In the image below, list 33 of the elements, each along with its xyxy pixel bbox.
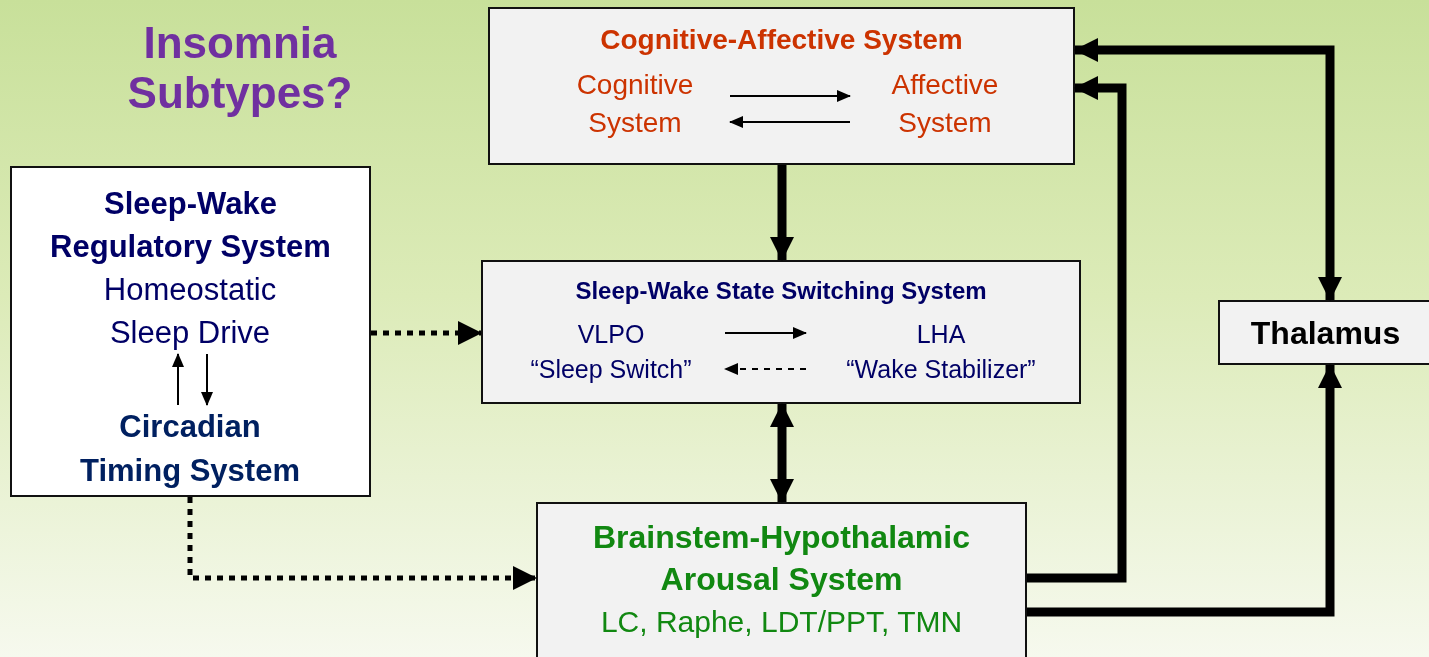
arrow <box>1027 76 1127 583</box>
arrow <box>729 90 851 102</box>
box-heading: Cognitive-Affective System <box>600 23 963 57</box>
text-label: LHA <box>916 319 966 350</box>
text-label: Cognitive System <box>575 68 695 140</box>
box-text: LC, Raphe, LDT/PPT, TMN <box>600 604 963 640</box>
text-label: VLPO <box>577 319 645 350</box>
box-heading: Brainstem-Hypothalamic Arousal System <box>592 518 971 599</box>
arrow <box>1074 38 1342 301</box>
text-label: “Wake Stabilizer” <box>846 354 1036 385</box>
text-label: Homeostatic Sleep Drive <box>102 271 278 352</box>
text-label: Circadian Timing System <box>79 408 301 490</box>
system-box <box>536 502 1027 657</box>
text-label: “Sleep Switch” <box>530 354 692 385</box>
box-heading: Thalamus <box>1250 313 1401 352</box>
system-box <box>481 260 1081 404</box>
arrow <box>729 116 851 128</box>
text-label: Affective System <box>890 68 1000 140</box>
system-box <box>488 7 1075 165</box>
arrow <box>770 403 794 503</box>
region-box <box>1218 300 1429 365</box>
system-box <box>10 166 371 497</box>
arrow <box>172 353 184 406</box>
arrow <box>724 363 807 375</box>
diagram-title: Insomnia Subtypes? <box>126 18 354 118</box>
arrow <box>371 321 482 345</box>
arrow <box>724 327 807 339</box>
arrow <box>770 165 794 261</box>
box-heading: Sleep-Wake Regulatory System <box>49 185 332 266</box>
arrow <box>187 497 537 590</box>
arrow <box>1027 364 1342 617</box>
box-heading: Sleep-Wake State Switching System <box>575 276 987 306</box>
arrow <box>201 353 213 406</box>
